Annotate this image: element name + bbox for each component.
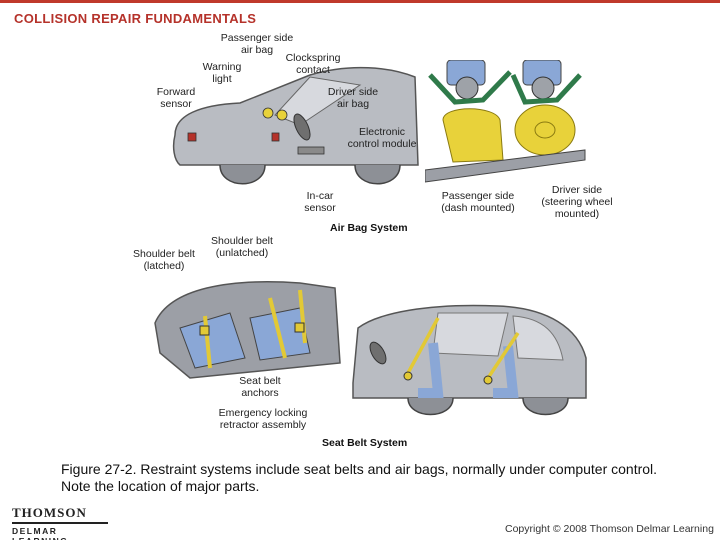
series-title: COLLISION REPAIR FUNDAMENTALS <box>14 11 257 26</box>
publisher-logo: THOMSON DELMAR LEARNING <box>12 505 108 540</box>
copyright-text: Copyright © 2008 Thomson Delmar Learning <box>505 523 714 535</box>
airbag-car-illustration <box>172 66 419 185</box>
label-shoulder-belt-latched: Shoulder belt (latched) <box>133 248 195 272</box>
label-driver-side-wheel: Driver side (steering wheel mounted) <box>541 184 613 220</box>
figure-caption: Figure 27-2. Restraint systems include s… <box>61 461 658 494</box>
airbag-deployment-illustration <box>425 60 586 183</box>
logo-top-text: THOMSON <box>12 505 87 520</box>
label-seat-belt-anchors: Seat belt anchors <box>239 375 281 399</box>
label-clockspring-contact: Clockspring contact <box>285 52 341 76</box>
seatbelt-interior-illustration <box>154 281 341 379</box>
label-in-car-sensor: In-car sensor <box>304 190 336 214</box>
seatbelt-system-title: Seat Belt System <box>322 437 408 449</box>
header-rule <box>0 0 720 3</box>
label-emergency-locking-retractor: Emergency locking retractor assembly <box>218 407 308 431</box>
label-passenger-side-dash: Passenger side (dash mounted) <box>441 190 515 214</box>
label-passenger-side-airbag: Passenger side air bag <box>220 32 294 56</box>
logo-rule <box>12 522 108 524</box>
airbag-system-title: Air Bag System <box>330 222 408 234</box>
seatbelt-car-illustration <box>352 304 587 416</box>
logo-bottom-text: DELMAR LEARNING <box>12 526 67 540</box>
label-warning-light: Warning light <box>202 61 242 85</box>
label-driver-side-airbag: Driver side air bag <box>327 86 379 110</box>
label-electronic-control-module: Electronic control module <box>347 126 417 150</box>
label-forward-sensor: Forward sensor <box>156 86 196 110</box>
label-shoulder-belt-unlatched: Shoulder belt (unlatched) <box>211 235 273 259</box>
